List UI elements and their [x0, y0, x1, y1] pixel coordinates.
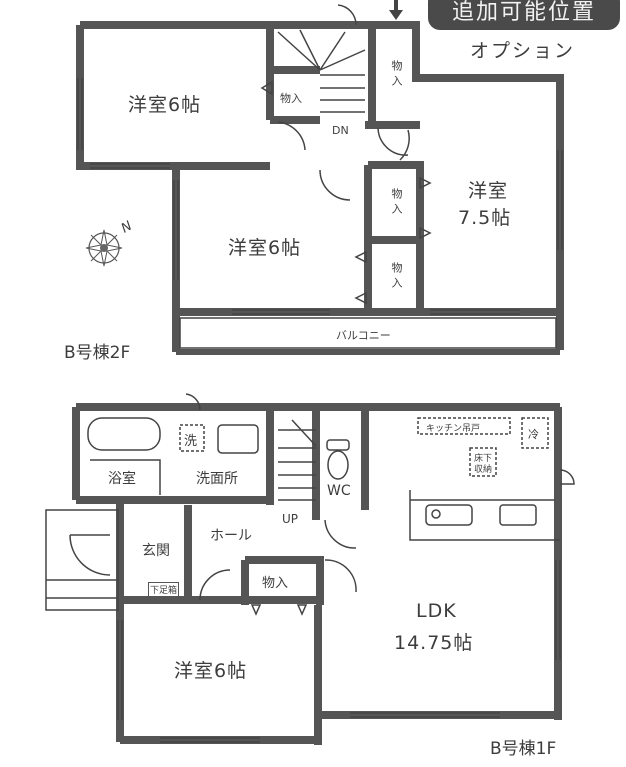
- option-badge-label: 追加可能位置: [451, 0, 596, 25]
- option-sublabel: オプション: [470, 40, 576, 62]
- hall-label: ホール: [210, 528, 252, 544]
- room-western-a-label: 洋室6帖: [128, 94, 202, 116]
- entrance-label: 玄関: [142, 543, 170, 559]
- room-western-c-label-2: 7.5帖: [458, 207, 512, 229]
- bathroom-label: 浴室: [108, 471, 136, 487]
- fridge-label: 冷: [528, 428, 539, 441]
- underfloor-storage-label-2: 収納: [474, 465, 493, 475]
- balcony-label: バルコニー: [336, 329, 391, 342]
- western-room-1f-label: 洋室6帖: [174, 660, 248, 682]
- ldk-label-1: LDK: [416, 600, 457, 622]
- washroom-label: 洗面所: [196, 471, 238, 487]
- floor1-caption: B号棟1F: [490, 739, 557, 759]
- shoe-cabinet-label: 下足箱: [148, 582, 180, 597]
- stairs-up-label: UP: [282, 512, 299, 526]
- underfloor-storage-label-1: 床下: [474, 454, 493, 464]
- wc-label: WC: [327, 483, 351, 499]
- stairs-down-label: DN: [332, 124, 349, 137]
- kitchen-cabinet-label: キッチン吊戸: [426, 424, 481, 434]
- compass-icon: [84, 228, 124, 268]
- option-badge: 追加可能位置: [428, 0, 620, 30]
- ldk-label-2: 14.75帖: [394, 632, 474, 654]
- floor2-caption: B号棟2F: [64, 343, 131, 363]
- storage-2-label: 物入: [390, 60, 403, 90]
- storage-1f-label: 物入: [262, 576, 289, 591]
- storage-3-label: 物入: [390, 188, 403, 218]
- room-western-c-label-1: 洋室: [468, 180, 509, 202]
- washing-machine-label: 洗: [184, 434, 198, 449]
- storage-1-label: 物入: [280, 92, 302, 105]
- storage-4-label: 物入: [390, 262, 403, 292]
- room-western-b-label: 洋室6帖: [228, 237, 302, 259]
